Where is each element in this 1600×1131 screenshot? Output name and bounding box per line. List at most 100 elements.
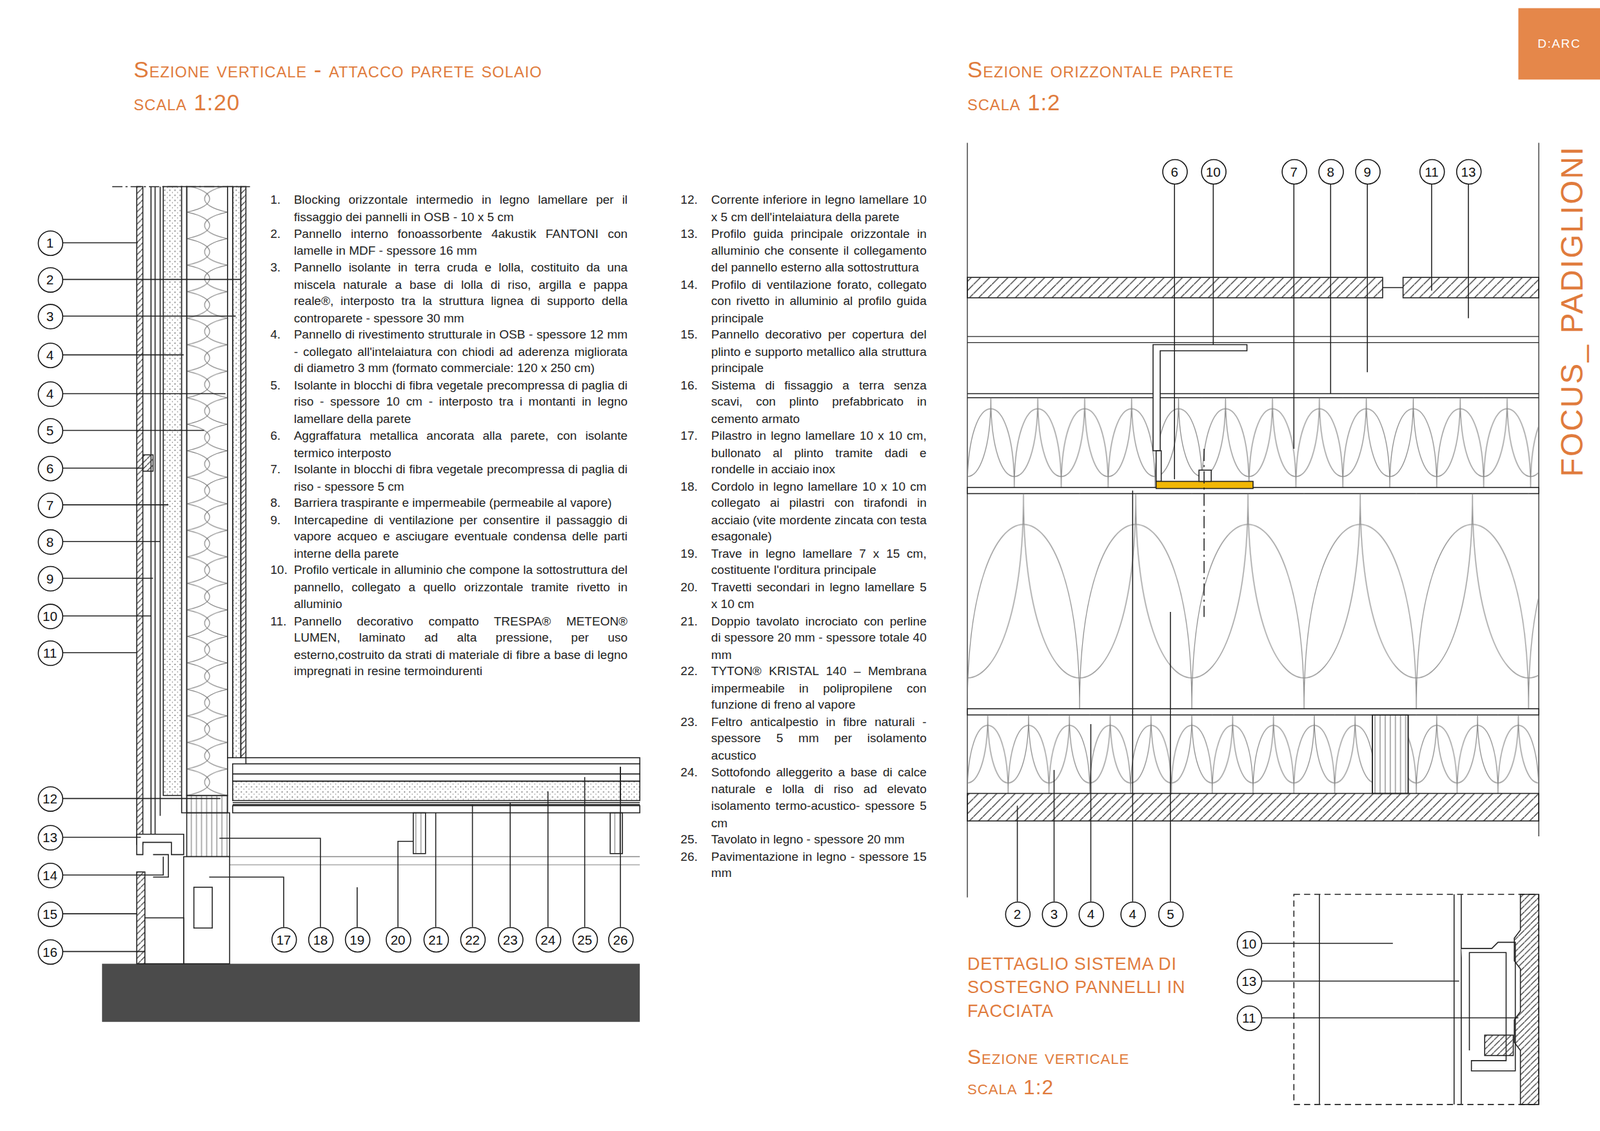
- node-text: 10: [42, 608, 58, 624]
- path-drawing: [1467, 183, 1470, 319]
- node-text: 19: [349, 931, 365, 948]
- callout-number: 13: [37, 824, 64, 851]
- item-description: Profilo di ventilazione forato, collegat…: [711, 276, 927, 327]
- item-number: 4.: [270, 326, 294, 377]
- node-text: 24: [540, 931, 556, 948]
- item-description: Doppio tavolato incrociato con perline d…: [711, 612, 927, 663]
- rect-drawing: [187, 186, 228, 796]
- legend-item: 14.Profilo di ventilazione forato, colle…: [680, 276, 927, 327]
- line-drawing: [1318, 894, 1321, 1105]
- path-drawing: [62, 541, 161, 543]
- node-text: 22: [464, 931, 480, 948]
- node-text: 11: [1242, 1010, 1256, 1027]
- item-description: Sistema di fissaggio a terra senza scavi…: [711, 376, 927, 427]
- callout-number: 9: [37, 565, 64, 592]
- legend-item: 3.Pannello isolante in terra cruda e lol…: [270, 259, 628, 327]
- line-drawing: [1460, 894, 1462, 1105]
- path-drawing: [62, 837, 142, 839]
- path-drawing: [1017, 805, 1019, 902]
- callout-number: 18: [307, 926, 334, 953]
- item-number: 1.: [270, 191, 294, 226]
- callout-number: 25: [572, 926, 598, 953]
- callout-number: 8: [37, 528, 64, 555]
- path-drawing: [208, 877, 284, 927]
- rect-drawing: [967, 715, 1539, 794]
- item-description: Pilastro in legno lamellare 10 x 10 cm, …: [711, 427, 927, 478]
- item-number: 21.: [680, 612, 711, 663]
- callout-number: 9: [1354, 158, 1381, 185]
- path-drawing: [62, 242, 139, 244]
- callout-number: 24: [535, 926, 562, 953]
- rect-drawing: [145, 917, 184, 964]
- section-title: Sezione verticale - attacco parete solai…: [133, 57, 542, 85]
- rect-drawing: [136, 871, 146, 964]
- path-drawing: [62, 504, 169, 506]
- callout-number: 23: [497, 926, 524, 953]
- path-drawing: [1153, 345, 1248, 451]
- callout-number: 11: [1418, 158, 1445, 185]
- callout-number: 10: [1236, 930, 1263, 957]
- node-text: 21: [428, 931, 444, 948]
- rect-drawing: [163, 186, 182, 796]
- callout-number: 12: [37, 786, 64, 812]
- legend-item: 12.Corrente inferiore in legno lamellare…: [680, 191, 927, 226]
- item-description: Pannello di rivestimento strutturale in …: [294, 326, 628, 377]
- legend-item: 7.Isolante in blocchi di fibra vegetale …: [270, 461, 628, 495]
- path-drawing: [1261, 1017, 1519, 1019]
- path-drawing: [62, 279, 242, 281]
- node-text: 7: [1290, 163, 1298, 180]
- path-drawing: [584, 777, 586, 927]
- legend-item: 25.Tavolato in legno - spessore 20 mm: [680, 831, 927, 849]
- rect-drawing: [240, 186, 246, 758]
- node-text: 13: [42, 829, 58, 846]
- item-number: 26.: [680, 848, 711, 882]
- g-drawing: [967, 142, 1539, 898]
- path-drawing: [62, 316, 237, 318]
- item-description: Trave in legno lamellare 7 x 15 cm, cost…: [711, 544, 927, 579]
- rect-drawing: [413, 813, 426, 854]
- legend-item: 17.Pilastro in legno lamellare 10 x 10 c…: [680, 427, 927, 478]
- rect-drawing: [1372, 715, 1408, 794]
- detail-title: DETTAGLIO SISTEMA DI SOSTEGNO PANNELLI I…: [967, 952, 1228, 1023]
- item-number: 18.: [680, 477, 711, 545]
- callout-number: 2: [37, 266, 64, 293]
- item-number: 9.: [270, 511, 294, 562]
- legend-item: 6.Aggraffatura metallica ancorata alla p…: [270, 427, 628, 462]
- legend-item: 9.Intercapedine di ventilazione per cons…: [270, 511, 628, 562]
- rect-drawing: [967, 708, 1539, 715]
- item-number: 10.: [270, 561, 294, 613]
- node-text: 4: [46, 347, 54, 364]
- item-description: Pannello decorativo per copertura del pl…: [711, 326, 927, 377]
- item-number: 16.: [680, 376, 711, 427]
- path-drawing: [1366, 183, 1368, 373]
- item-number: 15.: [680, 326, 711, 377]
- line-drawing: [154, 186, 157, 836]
- legend-item: 20.Travetti secondari in legno lamellare…: [680, 579, 927, 613]
- line-drawing: [159, 186, 162, 816]
- node-text: 2: [1013, 906, 1021, 922]
- line-drawing: [967, 393, 1539, 395]
- line-drawing: [1382, 286, 1404, 289]
- path-drawing: [356, 887, 358, 928]
- item-number: 24.: [680, 764, 711, 832]
- rect-drawing: [232, 764, 640, 775]
- line-drawing: [232, 804, 640, 806]
- item-description: TYTON® KRISTAL 140 – Membrana impermeabi…: [711, 662, 927, 714]
- rect-drawing: [967, 493, 1539, 709]
- node-text: 8: [1327, 163, 1335, 180]
- logo-box: D:ARC: [1518, 8, 1600, 80]
- rect-drawing: [136, 186, 143, 845]
- path-drawing: [62, 798, 221, 800]
- item-number: 2.: [270, 225, 294, 260]
- node-text: 25: [577, 931, 593, 948]
- rect-drawing: [1156, 450, 1162, 482]
- legend-item: 5.Isolante in blocchi di fibra vegetale …: [270, 376, 628, 427]
- path-drawing: [435, 813, 437, 928]
- legend-item: 4.Pannello di rivestimento strutturale i…: [270, 326, 628, 377]
- item-description: Intercapedine di ventilazione per consen…: [294, 511, 628, 562]
- legend-item: 13.Profilo guida principale orizzontale …: [680, 225, 927, 277]
- rect-drawing: [245, 757, 640, 764]
- node-text: 10: [1241, 935, 1257, 952]
- callout-number: 5: [1157, 900, 1184, 927]
- node-text: 9: [1363, 163, 1372, 180]
